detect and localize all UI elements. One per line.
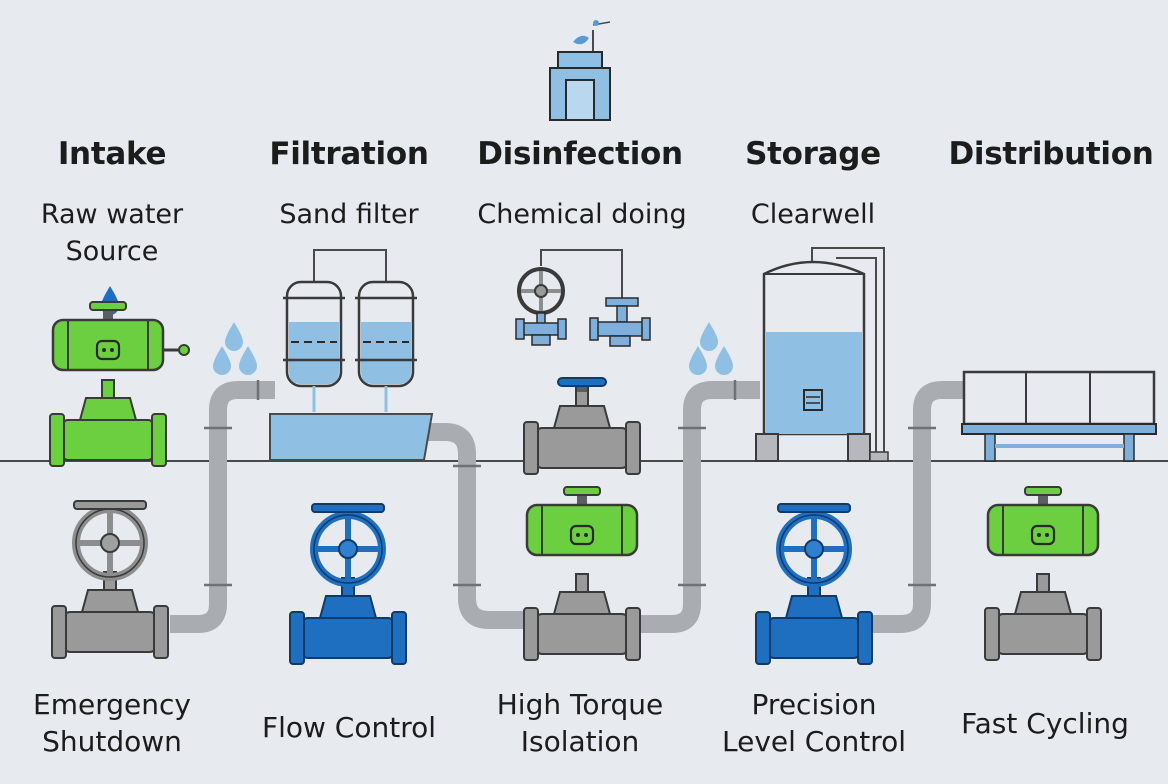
stage-subtitle-storage: Clearwell [703,196,923,233]
connecting-pipes [170,381,965,633]
stage-subtitle-filtration: Sand filter [239,196,459,233]
valve-label-filtration: Flow Control [224,709,474,746]
subtitle-line: Sand filter [279,199,419,230]
valve-label-disinfection: High Torque Isolation [455,686,705,760]
water-drop-icon [689,322,733,375]
subtitle-line: Source [65,236,159,267]
handwheel-icon [74,500,146,577]
treatment-plant-icon [549,20,611,121]
pipe-joints [204,380,936,587]
valve-label-line: High Torque [496,688,664,721]
valve-label-distribution: Fast Cycling [920,705,1168,742]
gate-valve-icon [523,377,641,475]
stage-title-intake: Intake [57,136,167,172]
handwheel-icon [312,503,384,583]
stage-title-disinfection: Disinfection [477,136,683,172]
stage-title-distribution: Distribution [948,136,1154,172]
clearwell-tank-icon [755,247,889,462]
electric-actuator-icon [525,485,639,557]
stage-subtitle-intake: Raw water Source [2,196,222,270]
valve-label-intake: Emergency Shutdown [2,686,222,760]
handwheel-gate-valve-icon [755,577,873,665]
handwheel-gate-valve-icon [289,577,407,665]
electric-actuator-icon [51,300,190,372]
stage-title-filtration: Filtration [269,136,429,172]
subtitle-line: Chemical doing [477,199,687,230]
valve-label-line: Level Control [721,725,907,758]
handwheel-gate-valve-icon [51,571,169,659]
dosing-valve-icon [515,249,651,347]
electric-actuator-valve-icon [49,379,167,467]
stage-title-storage: Storage [745,136,881,172]
valve-label-line: Emergency [33,688,191,721]
valve-label-line: Precision [751,688,877,721]
handwheel-icon [778,503,850,583]
valve-label-line: Flow Control [261,711,437,744]
electric-actuator-valve-icon [984,573,1102,661]
electric-actuator-valve-icon [523,573,641,661]
electric-actuator-icon [986,485,1100,557]
subtitle-line: Clearwell [750,199,876,230]
sand-filter-icon [269,249,434,461]
subtitle-line: Raw water [40,199,184,230]
water-drop-icon [213,322,257,375]
valve-label-line: Shutdown [42,725,182,758]
valve-label-line: Fast Cycling [961,707,1129,740]
distribution-rack-icon [961,370,1157,462]
stage-subtitle-disinfection: Chemical doing [442,196,722,233]
valve-label-line: Isolation [520,725,640,758]
valve-label-storage: Precision Level Control [684,686,944,760]
